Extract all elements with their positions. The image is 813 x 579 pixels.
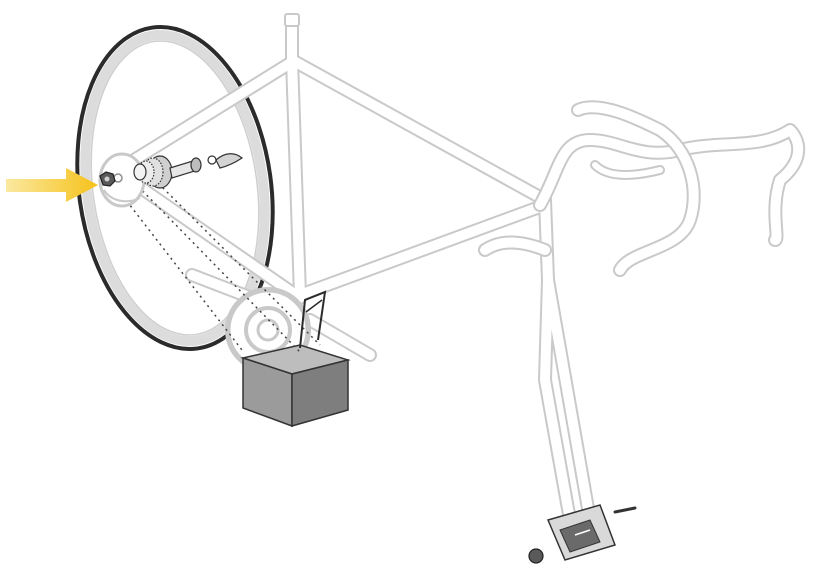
frame — [118, 14, 590, 520]
skewer-nut-icon — [100, 172, 115, 186]
seatpost-top — [285, 14, 299, 26]
fork-mount — [529, 505, 635, 563]
quick-release-lever-icon — [216, 154, 242, 168]
axle — [170, 156, 216, 178]
